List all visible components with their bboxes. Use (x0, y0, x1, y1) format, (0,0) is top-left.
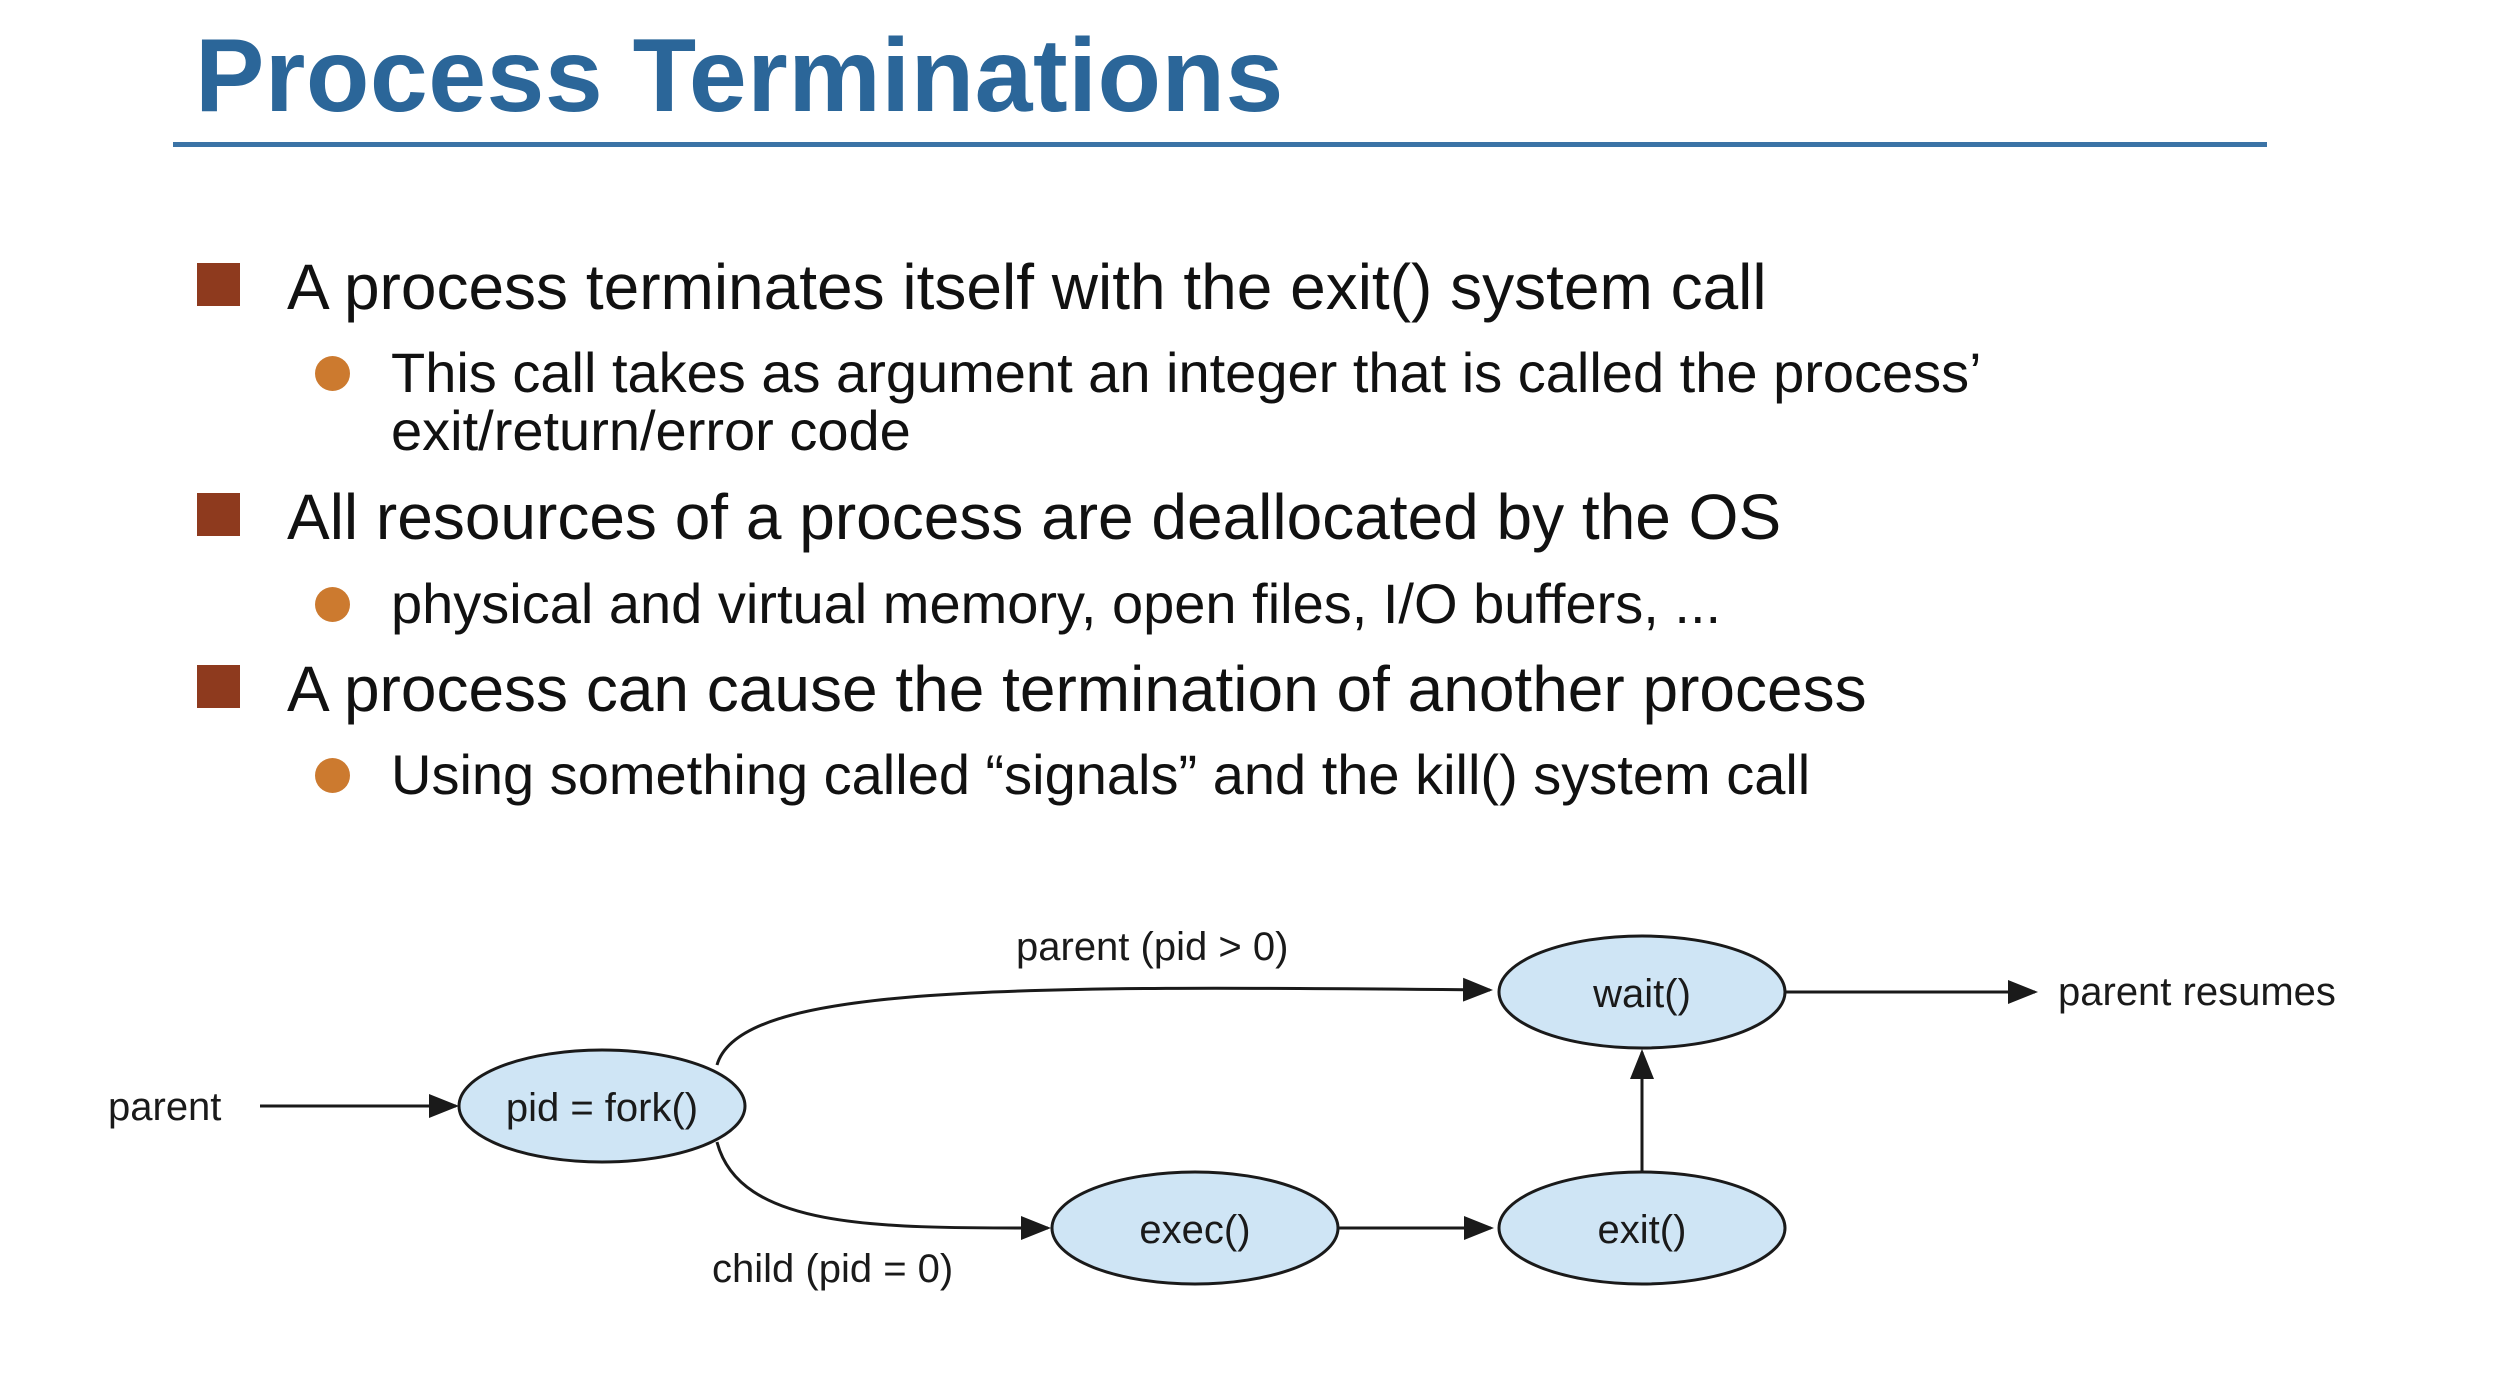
diagram-nodes (457, 934, 1787, 1286)
square-bullet-icon (197, 493, 240, 536)
arrow-fork-to-exec (715, 1141, 1051, 1241)
bullet-text: All resources of a process are deallocat… (287, 481, 1782, 553)
circle-bullet-icon (315, 587, 350, 622)
arrow-fork-to-wait (715, 977, 1493, 1066)
slide-title: Process Terminations (195, 18, 1284, 134)
title-underline (173, 142, 2267, 147)
node-wait (1497, 934, 1787, 1050)
bullet-text: This call takes as argument an integer t… (391, 341, 1982, 404)
bullet-text: A process can cause the termination of a… (287, 653, 1867, 725)
node-exec-label: exec() (1139, 1208, 1250, 1252)
node-fork-label: pid = fork() (506, 1086, 698, 1130)
label-child-branch: child (pid = 0) (712, 1247, 953, 1291)
label-parent: parent (108, 1085, 221, 1129)
diagram-edges (260, 977, 2038, 1241)
bullet-text: A process terminates itself with the exi… (287, 251, 1767, 323)
node-fork (457, 1048, 747, 1164)
circle-bullet-icon (315, 356, 350, 391)
bullet-list: A process terminates itself with the exi… (197, 251, 1982, 806)
label-parent-resumes: parent resumes (2058, 970, 2336, 1014)
label-parent-branch: parent (pid > 0) (1016, 925, 1288, 969)
circle-bullet-icon (315, 758, 350, 793)
node-exit-label: exit() (1598, 1208, 1687, 1252)
node-wait-label: wait() (1592, 972, 1691, 1016)
node-exit (1497, 1170, 1787, 1286)
node-exec (1050, 1170, 1340, 1286)
bullet-text: physical and virtual memory, open files,… (391, 572, 1722, 635)
square-bullet-icon (197, 263, 240, 306)
square-bullet-icon (197, 665, 240, 708)
bullet-text-continued: exit/return/error code (391, 399, 911, 462)
bullet-text: Using something called “signals” and the… (391, 743, 1811, 806)
